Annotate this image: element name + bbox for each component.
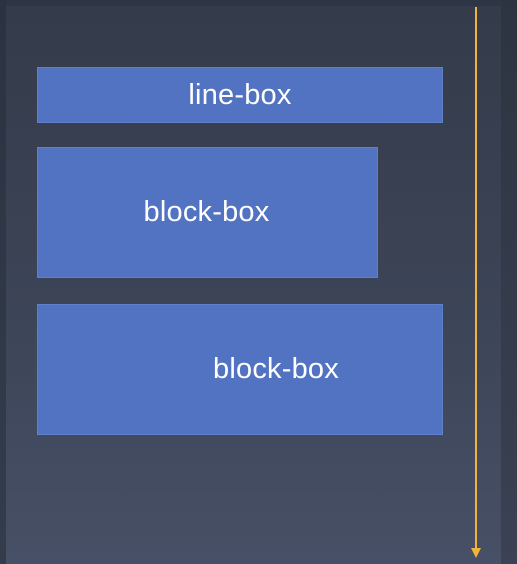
- block-box-second-label: block-box: [213, 353, 339, 385]
- block-box-first-label: block-box: [143, 196, 270, 228]
- arrow-head-icon: [471, 548, 481, 558]
- frame-top-edge: [0, 0, 517, 6]
- frame-left-edge: [0, 0, 6, 564]
- flow-direction-arrow: [471, 7, 481, 558]
- line-box: line-box: [37, 67, 443, 123]
- line-box-label: line-box: [188, 78, 292, 111]
- frame-right-edge: [501, 0, 517, 564]
- block-box-second: block-box: [37, 304, 443, 435]
- block-box-first: block-box: [37, 147, 378, 278]
